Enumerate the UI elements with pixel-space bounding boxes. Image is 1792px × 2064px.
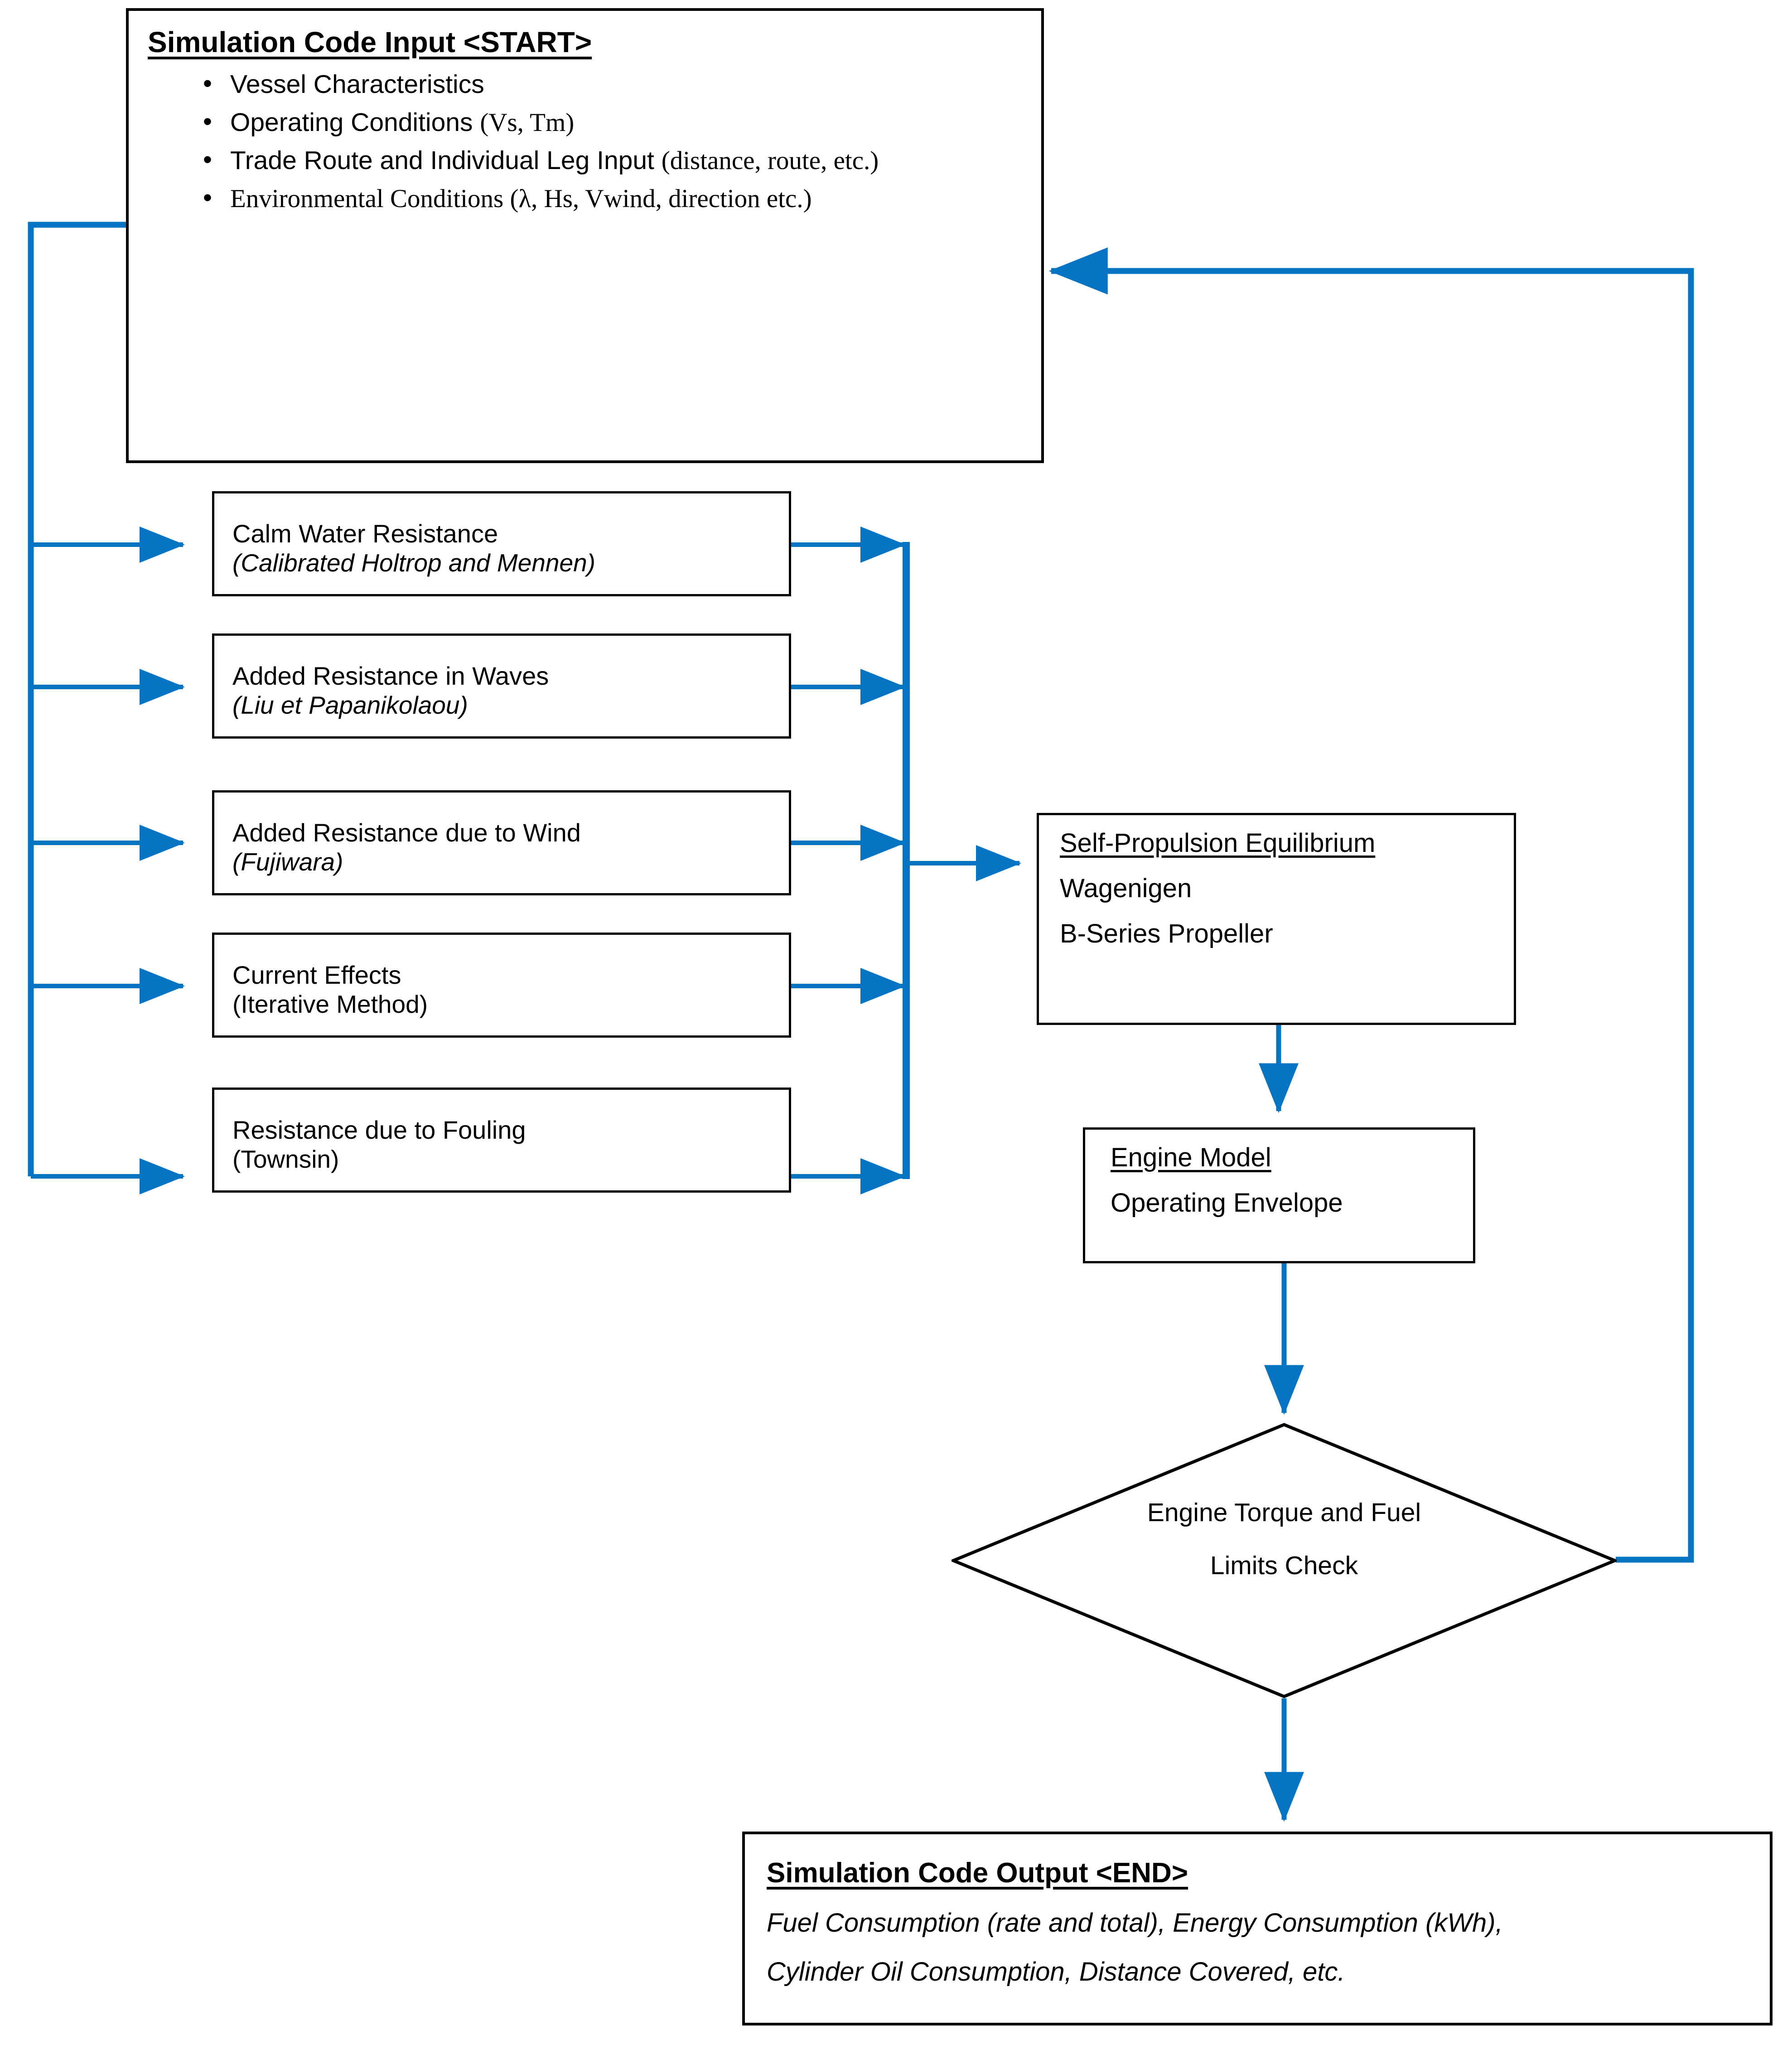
resistance-box-calm-water: Calm Water Resistance (Calibrated Holtro…	[212, 491, 791, 596]
resistance-name: Calm Water Resistance	[232, 519, 498, 548]
decision-diamond: Engine Torque and Fuel Limits Check	[952, 1423, 1617, 1698]
bullet-main: Vessel Characteristics	[230, 70, 484, 99]
list-item: Environmental Conditions (λ, Hs, Vwind, …	[148, 179, 1028, 218]
bullet-main: Environmental Conditions	[230, 184, 510, 213]
resistance-merge-wires	[791, 527, 906, 1194]
resistance-box-wind: Added Resistance due to Wind (Fujiwara)	[212, 790, 791, 895]
resistance-box-current: Current Effects (Iterative Method)	[212, 933, 791, 1038]
bullet-main: Trade Route and Individual Leg Input	[230, 145, 662, 175]
decision-line-1: Engine Torque and Fuel	[1147, 1498, 1421, 1527]
bullet-tail: (distance, route, etc.)	[661, 146, 879, 175]
resistance-method: (Calibrated Holtrop and Mennen)	[232, 548, 595, 577]
resistance-method: (Liu et Papanikolaou)	[232, 691, 468, 719]
resistance-method: (Iterative Method)	[232, 990, 428, 1018]
bullet-tail: (λ, Hs, Vwind, direction etc.)	[510, 184, 812, 213]
propulsion-line-2: B-Series Propeller	[1060, 918, 1273, 948]
resistance-box-waves: Added Resistance in Waves (Liu et Papani…	[212, 633, 791, 739]
input-fanout-wires	[28, 222, 126, 1176]
bullet-main: Operating Conditions	[230, 107, 480, 137]
engine-model-box: Engine Model Operating Envelope	[1083, 1127, 1475, 1263]
simulation-output-box: Simulation Code Output <END> Fuel Consum…	[742, 1832, 1773, 2025]
end-box-title: Simulation Code Output <END>	[767, 1857, 1188, 1889]
resistance-method: (Fujiwara)	[232, 847, 343, 876]
list-item: Operating Conditions (Vs, Tm)	[148, 103, 1028, 142]
list-item: Vessel Characteristics	[148, 65, 1028, 104]
resistance-name: Current Effects	[232, 960, 401, 989]
end-line-1: Fuel Consumption (rate and total), Energ…	[767, 1908, 1503, 1938]
propulsion-title: Self-Propulsion Equilibrium	[1060, 828, 1376, 858]
resistance-box-fouling: Resistance due to Fouling (Townsin)	[212, 1088, 791, 1193]
simulation-input-box: Simulation Code Input <START> Vessel Cha…	[126, 8, 1044, 463]
self-propulsion-box: Self-Propulsion Equilibrium Wagenigen B-…	[1037, 813, 1516, 1025]
propulsion-line-1: Wagenigen	[1060, 873, 1192, 903]
list-item: Trade Route and Individual Leg Input (di…	[148, 141, 1028, 180]
resistance-name: Added Resistance due to Wind	[232, 818, 581, 847]
resistance-method: (Townsin)	[232, 1145, 339, 1173]
start-bullet-list: Vessel Characteristics Operating Conditi…	[148, 65, 1028, 218]
engine-line-1: Operating Envelope	[1111, 1188, 1343, 1218]
input-branch-wires	[31, 527, 185, 1194]
bullet-tail: (Vs, Tm)	[480, 108, 575, 137]
start-box-title: Simulation Code Input <START>	[148, 26, 592, 58]
end-line-2: Cylinder Oil Consumption, Distance Cover…	[767, 1957, 1345, 1987]
resistance-name: Resistance due to Fouling	[232, 1115, 526, 1144]
diamond-shape	[952, 1423, 1617, 1698]
decision-label: Engine Torque and Fuel Limits Check	[952, 1486, 1617, 1592]
engine-title: Engine Model	[1111, 1143, 1271, 1172]
resistance-name: Added Resistance in Waves	[232, 661, 549, 690]
decision-line-2: Limits Check	[1210, 1551, 1358, 1580]
